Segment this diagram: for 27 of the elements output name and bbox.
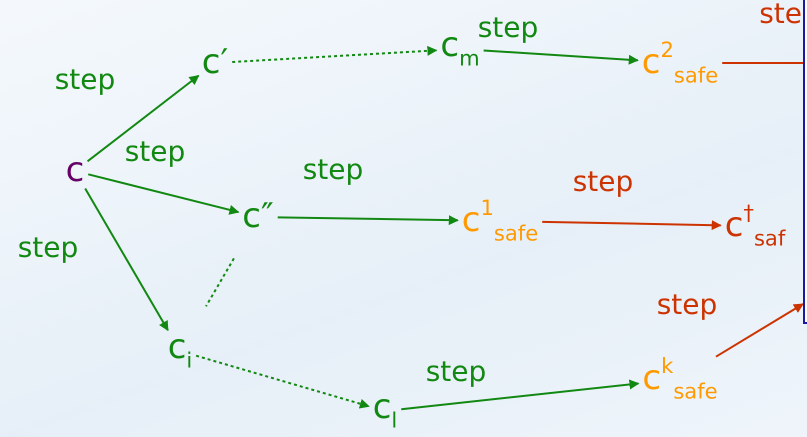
arrow — [84, 188, 169, 332]
arrow — [232, 46, 438, 64]
connector-line — [205, 258, 235, 307]
arrow — [715, 303, 804, 358]
arrow — [401, 380, 640, 410]
edge-label: step — [54, 66, 116, 94]
arrow — [542, 220, 722, 230]
edge-label: step — [426, 358, 486, 386]
state-label: c$_{m}$ — [440, 28, 480, 68]
edge-label: step — [18, 234, 78, 262]
state-label: c — [66, 153, 84, 187]
arrow — [88, 173, 240, 215]
arrow — [278, 215, 459, 226]
state-label: c″ — [242, 199, 274, 233]
edge-label: ste — [759, 0, 802, 28]
edge-label: step — [302, 156, 364, 184]
state-label: c$_{i}$ — [168, 330, 192, 370]
edge-label: step — [572, 168, 634, 196]
state-label: c′ — [202, 45, 228, 79]
edge-label: step — [656, 291, 718, 319]
arrow — [484, 50, 639, 65]
arrow — [86, 74, 200, 162]
edge-label: step — [478, 14, 538, 42]
connector-line — [722, 62, 803, 64]
edge-label: step — [124, 138, 186, 166]
state-label: c$_{l}$ — [372, 390, 398, 430]
arrow — [196, 354, 370, 409]
